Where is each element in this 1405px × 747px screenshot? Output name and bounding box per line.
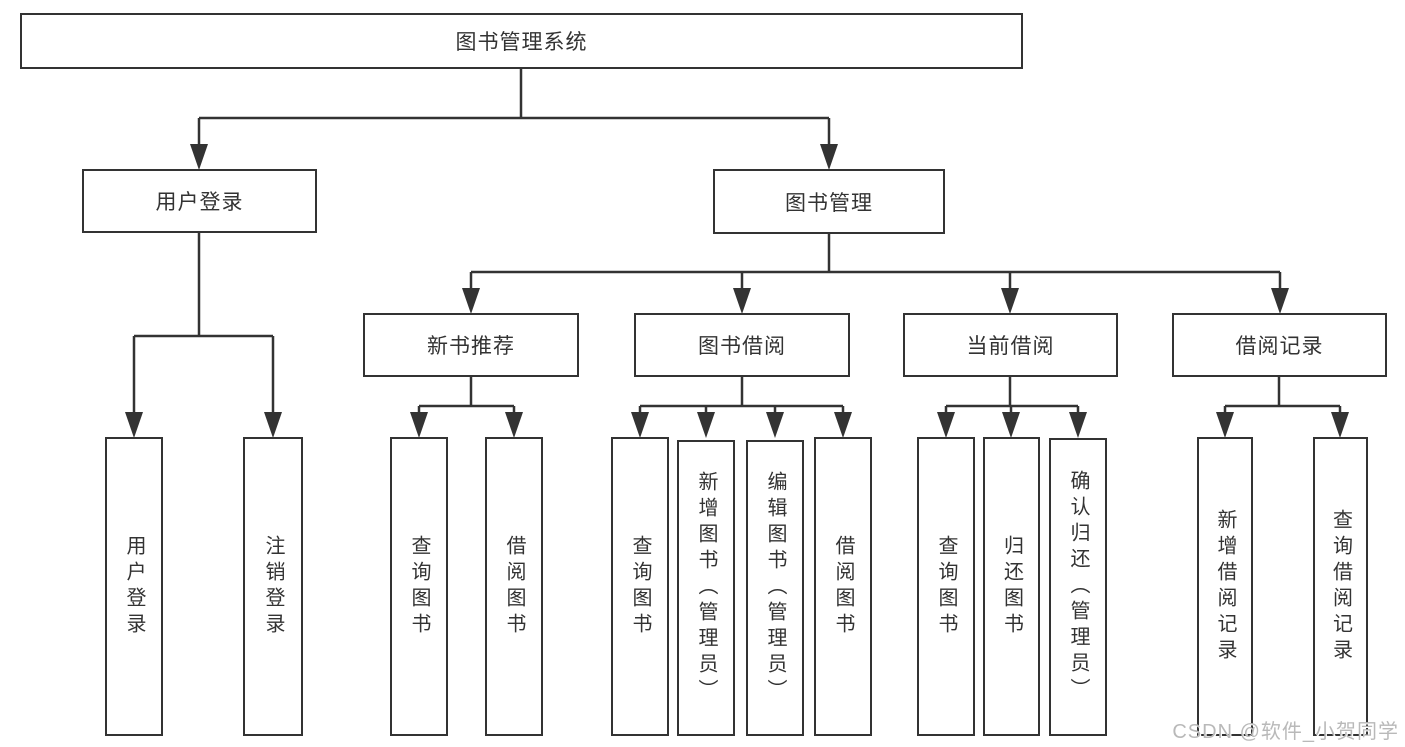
node-current-borrowing: 当前借阅 — [903, 313, 1118, 377]
leaf-borrow-books-borrowing: 借阅图书 — [814, 437, 872, 736]
leaf-query-borrow-record: 查询借阅记录 — [1313, 437, 1368, 736]
node-book-management: 图书管理 — [713, 169, 945, 234]
leaf-query-books-recommend: 查询图书 — [390, 437, 448, 736]
leaf-edit-book-admin: 编辑图书（管理员） — [746, 440, 804, 736]
leaf-logout-login: 注销登录 — [243, 437, 303, 736]
node-user-login: 用户登录 — [82, 169, 317, 233]
leaf-add-book-admin: 新增图书（管理员） — [677, 440, 735, 736]
leaf-confirm-return-admin: 确认归还（管理员） — [1049, 438, 1107, 736]
leaf-add-borrow-record: 新增借阅记录 — [1197, 437, 1253, 736]
leaf-query-books-borrowing: 查询图书 — [611, 437, 669, 736]
leaf-user-login: 用户登录 — [105, 437, 163, 736]
node-root: 图书管理系统 — [20, 13, 1023, 69]
node-book-borrowing: 图书借阅 — [634, 313, 850, 377]
leaf-query-books-current: 查询图书 — [917, 437, 975, 736]
watermark: CSDN @软件_小贺同学 — [1172, 721, 1399, 743]
leaf-borrow-books-recommend: 借阅图书 — [485, 437, 543, 736]
node-new-book-recommend: 新书推荐 — [363, 313, 579, 377]
node-borrowing-records: 借阅记录 — [1172, 313, 1387, 377]
leaf-return-book: 归还图书 — [983, 437, 1040, 736]
